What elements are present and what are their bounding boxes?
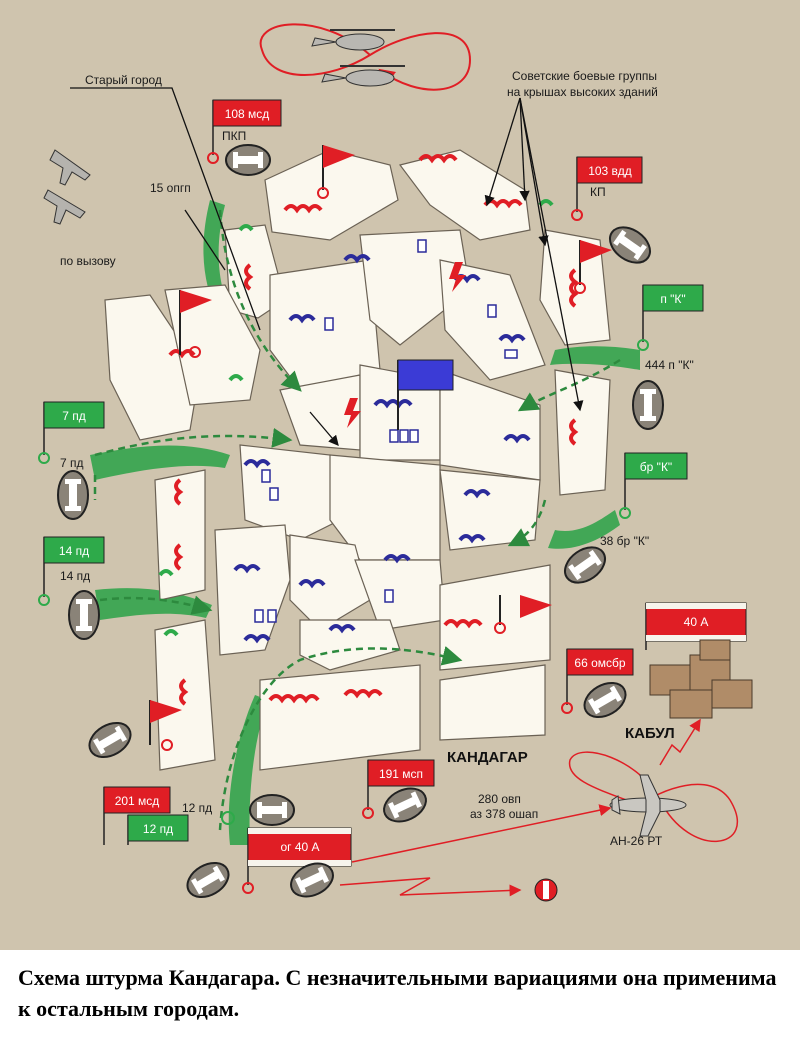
opgp-15-label: 15 опгп: [150, 181, 191, 195]
rooftop-groups-label-2: на крышах высоких зданий: [507, 85, 658, 99]
green-flag-12pd: 12 пд: [127, 811, 235, 845]
flag-brk-label: бр "К": [640, 460, 672, 474]
tank-icon: [68, 590, 100, 640]
flag-201msd-label: 201 мсд: [115, 794, 160, 808]
jet-fighter-icon: [43, 149, 91, 225]
ovp-label-2: аз 378 ошап: [470, 807, 538, 821]
advance-routes: [93, 209, 621, 831]
helicopter-loop: [259, 23, 472, 91]
kabul-label: КАБУЛ: [625, 725, 675, 742]
building: [439, 564, 551, 671]
building: [104, 294, 201, 441]
red-flag-40a: 40 А: [645, 602, 747, 650]
an26-label: АН-26 РТ: [610, 834, 663, 848]
building: [439, 664, 546, 741]
flag-7pd-label: 7 пд: [62, 409, 86, 423]
flag-40a-label: 40 А: [684, 615, 709, 629]
ovp-label-1: 280 овп: [478, 792, 521, 806]
city-buildings: [104, 149, 611, 771]
no-entry-icon: [534, 878, 558, 902]
red-flag-og40a: ог 40 А: [242, 827, 352, 894]
red-flag-201msd: 201 мсд: [103, 786, 171, 845]
building: [359, 229, 471, 346]
38br-label: 38 бр "К": [600, 534, 649, 548]
green-flag-14pd: 14 пд: [38, 536, 105, 606]
building: [154, 469, 206, 601]
pkp-label: ПКП: [222, 129, 246, 143]
building: [239, 444, 341, 541]
kandahar-assault-map: по вызову: [0, 0, 800, 950]
old-town-label: Старый город: [85, 73, 162, 87]
flag-og40a-label: ог 40 А: [280, 840, 319, 854]
lightning-icon: [344, 262, 466, 428]
pointer-lines: [70, 87, 584, 446]
on-call-label: по вызову: [60, 254, 116, 268]
tank-icon: [57, 470, 89, 520]
building: [299, 619, 401, 671]
map-caption: Схема штурма Кандагара. С незначительным…: [18, 965, 777, 1021]
rooftop-groups-label-1: Советские боевые группы: [512, 69, 657, 83]
flag-icon: [149, 145, 612, 751]
green-flag-7pd: 7 пд: [38, 401, 105, 464]
flag-pk-label: п "К": [660, 292, 685, 306]
red-flag-108msd: 108 мсд: [207, 99, 282, 164]
7pd-label: 7 пд: [60, 456, 84, 470]
tank-icon: [632, 380, 664, 430]
444-label: 444 п "К": [645, 358, 694, 372]
blue-flag-icon: [397, 359, 454, 430]
flag-103vdd-label: 103 вдд: [588, 164, 632, 178]
building: [154, 619, 216, 771]
building: [398, 149, 531, 241]
red-flag-191msp: 191 мсп: [362, 759, 435, 819]
green-flag-brk: бр "К": [619, 452, 688, 519]
flag-191msp-label: 191 мсп: [379, 767, 423, 781]
building: [439, 469, 541, 551]
signal-lines: [339, 718, 701, 897]
building: [439, 259, 546, 381]
unit-markers: [254, 239, 518, 623]
14pd-label: 14 пд: [60, 569, 90, 583]
building: [289, 534, 371, 631]
building: [554, 369, 611, 496]
green-flag-pk: п "К": [637, 284, 704, 351]
flag-14pd-label: 14 пд: [59, 544, 89, 558]
red-flag-66omsbr: 66 омсбр: [561, 648, 634, 714]
flag-12pd-label: 12 пд: [143, 822, 173, 836]
flag-108msd-label: 108 мсд: [225, 107, 270, 121]
red-flag-103vdd: 103 вдд: [571, 156, 643, 221]
transport-plane-icon: [609, 774, 687, 837]
helicopter-icon: [311, 29, 405, 87]
kandahar-label: КАНДАГАР: [447, 749, 528, 766]
tank-icon: [249, 794, 295, 826]
kp-label: КП: [590, 185, 606, 199]
tank-icon: [225, 144, 271, 176]
kabul-buildings-icon: [649, 639, 753, 719]
flag-66omsbr-label: 66 омсбр: [574, 656, 625, 670]
combat-groups: [158, 154, 579, 706]
12pd-label: 12 пд: [182, 801, 212, 815]
